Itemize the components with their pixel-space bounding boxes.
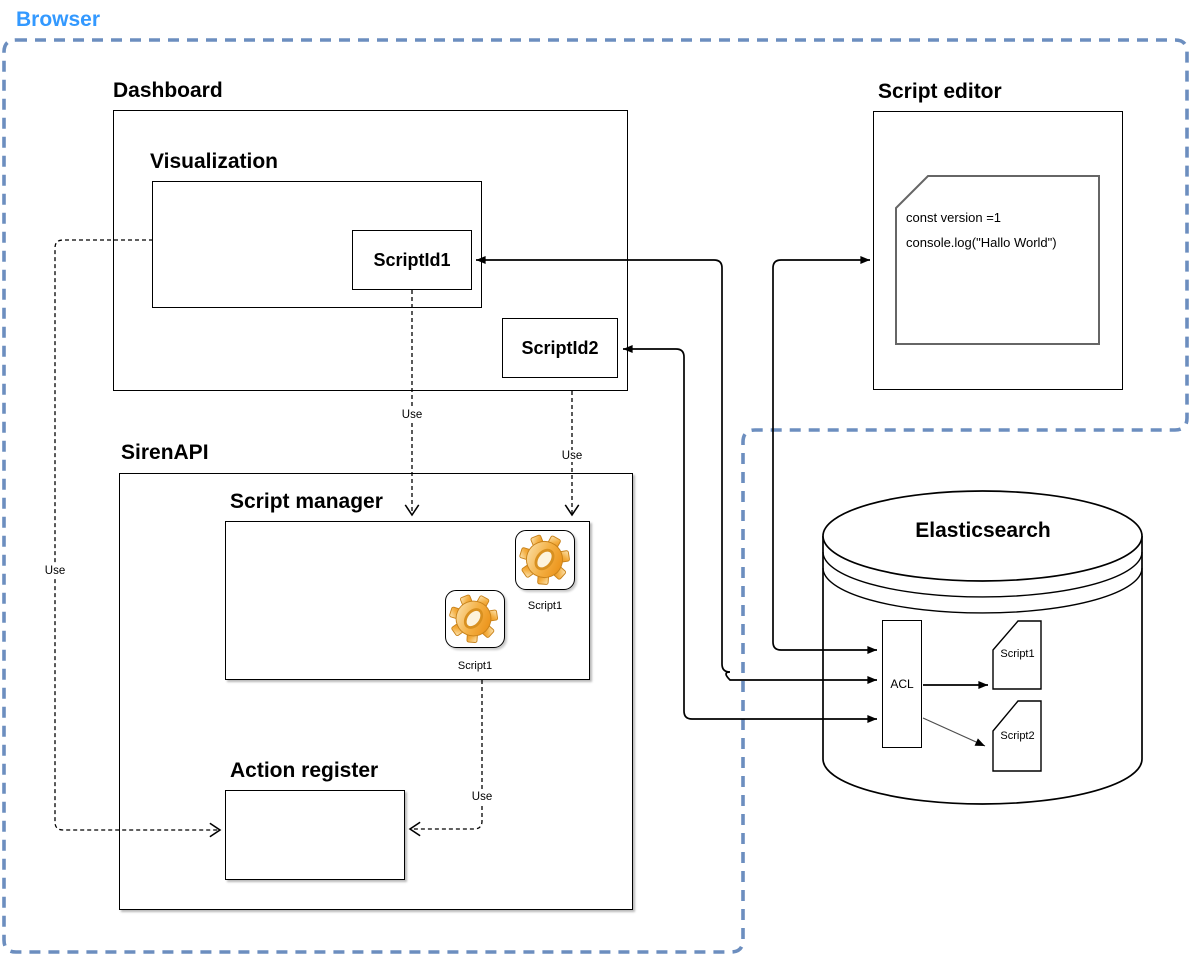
dashboard-title: Dashboard xyxy=(113,79,223,102)
visualization-title: Visualization xyxy=(150,150,278,173)
action-register-box xyxy=(225,790,405,880)
gear-icon xyxy=(449,594,499,643)
script2-document-label: Script2 xyxy=(1000,730,1035,742)
sirenapi-title: SirenAPI xyxy=(121,441,209,464)
gear-icon xyxy=(519,534,570,585)
elasticsearch-title: Elasticsearch xyxy=(915,519,1051,542)
scriptid2-box: ScriptId2 xyxy=(502,318,618,378)
scriptid1-box: ScriptId1 xyxy=(352,230,472,290)
code-line-2: console.log("Hallo World") xyxy=(906,235,1057,250)
browser-label: Browser xyxy=(16,8,101,31)
use-label: Use xyxy=(559,450,585,462)
script-instance-label: Script1 xyxy=(527,600,563,612)
script-manager-title: Script manager xyxy=(230,490,383,513)
script1-document-label: Script1 xyxy=(1000,648,1035,660)
code-line-1: const version =1 xyxy=(906,210,1002,225)
use-label: Use xyxy=(469,791,495,803)
script-instance-label: Script1 xyxy=(457,660,493,672)
note-shape xyxy=(895,175,1100,345)
script-instance-card xyxy=(515,530,575,590)
use-label: Use xyxy=(399,409,425,421)
script-editor-title: Script editor xyxy=(878,80,1002,103)
acl-box: ACL xyxy=(882,620,922,748)
script-instance-card xyxy=(445,590,505,648)
action-register-title: Action register xyxy=(230,759,379,782)
use-label: Use xyxy=(42,565,68,577)
